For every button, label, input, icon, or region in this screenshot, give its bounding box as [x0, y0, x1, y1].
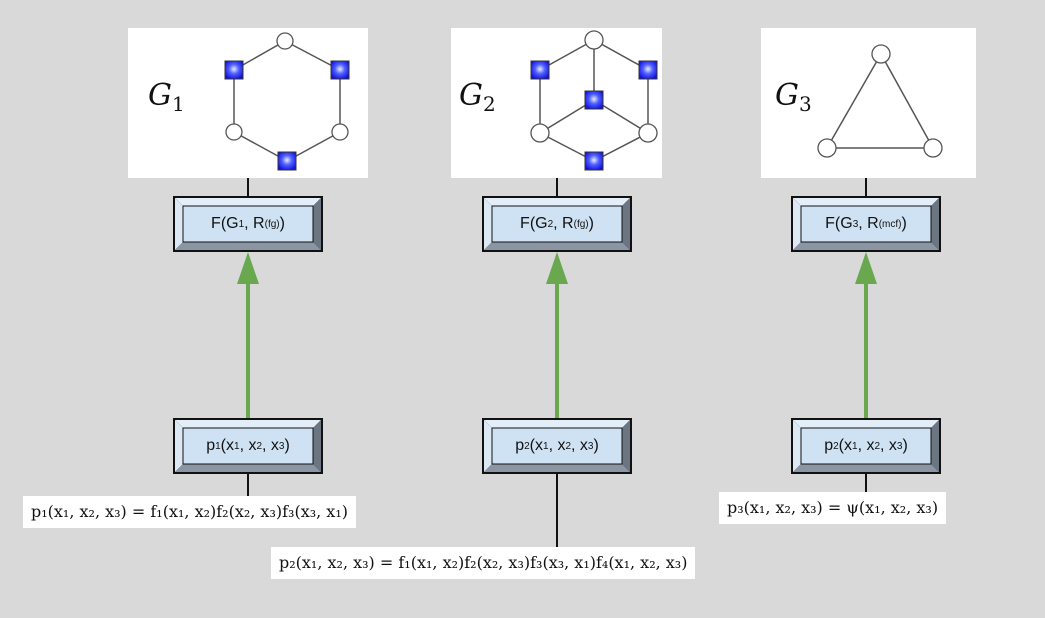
connector-line: [247, 474, 249, 496]
square-node: [584, 90, 604, 110]
circle-node: [584, 30, 604, 50]
square-node: [584, 151, 604, 171]
up-arrow: [546, 252, 568, 420]
circle-node: [923, 138, 943, 158]
graph-edge: [826, 53, 882, 149]
triangle-graph: [817, 44, 943, 158]
circle-node: [530, 123, 550, 143]
square-node: [530, 60, 550, 80]
square-node: [638, 60, 658, 80]
graph-panel-g3: G3: [761, 28, 976, 178]
up-arrow: [237, 252, 259, 420]
square-node: [330, 60, 350, 80]
formula-p2: p₂(x₁, x₂, x₃) = f₁(x₁, x₂)f₂(x₂, x₃)f₃(…: [271, 547, 696, 579]
connector-line: [865, 178, 867, 196]
connector-line: [247, 178, 249, 196]
formula-p1: p₁(x₁, x₂, x₃) = f₁(x₁, x₂)f₂(x₂, x₃)f₃(…: [23, 496, 356, 528]
circle-node: [817, 138, 837, 158]
square-node: [224, 60, 244, 80]
graph-label-g3: G3: [775, 78, 812, 116]
connector-line: [865, 474, 867, 492]
graph-label-g1: G1: [148, 78, 185, 116]
circle-node: [638, 123, 658, 143]
graph-panel-g1: G1: [128, 28, 368, 178]
circle-node: [331, 123, 349, 141]
up-arrow: [855, 252, 877, 420]
graph-panel-g2: G2: [451, 28, 662, 178]
circle-node: [871, 44, 891, 64]
circle-node: [276, 32, 294, 50]
circle-node: [225, 123, 243, 141]
graph-label-g2: G2: [459, 78, 496, 116]
connector-line: [556, 474, 558, 547]
connector-line: [556, 178, 558, 196]
graph-edge: [880, 53, 934, 149]
square-node: [277, 151, 297, 171]
formula-p3: p₃(x₁, x₂, x₃) = ψ(x₁, x₂, x₃): [719, 492, 947, 524]
cube-graph: [530, 30, 658, 171]
hexagon-graph: [224, 32, 350, 171]
